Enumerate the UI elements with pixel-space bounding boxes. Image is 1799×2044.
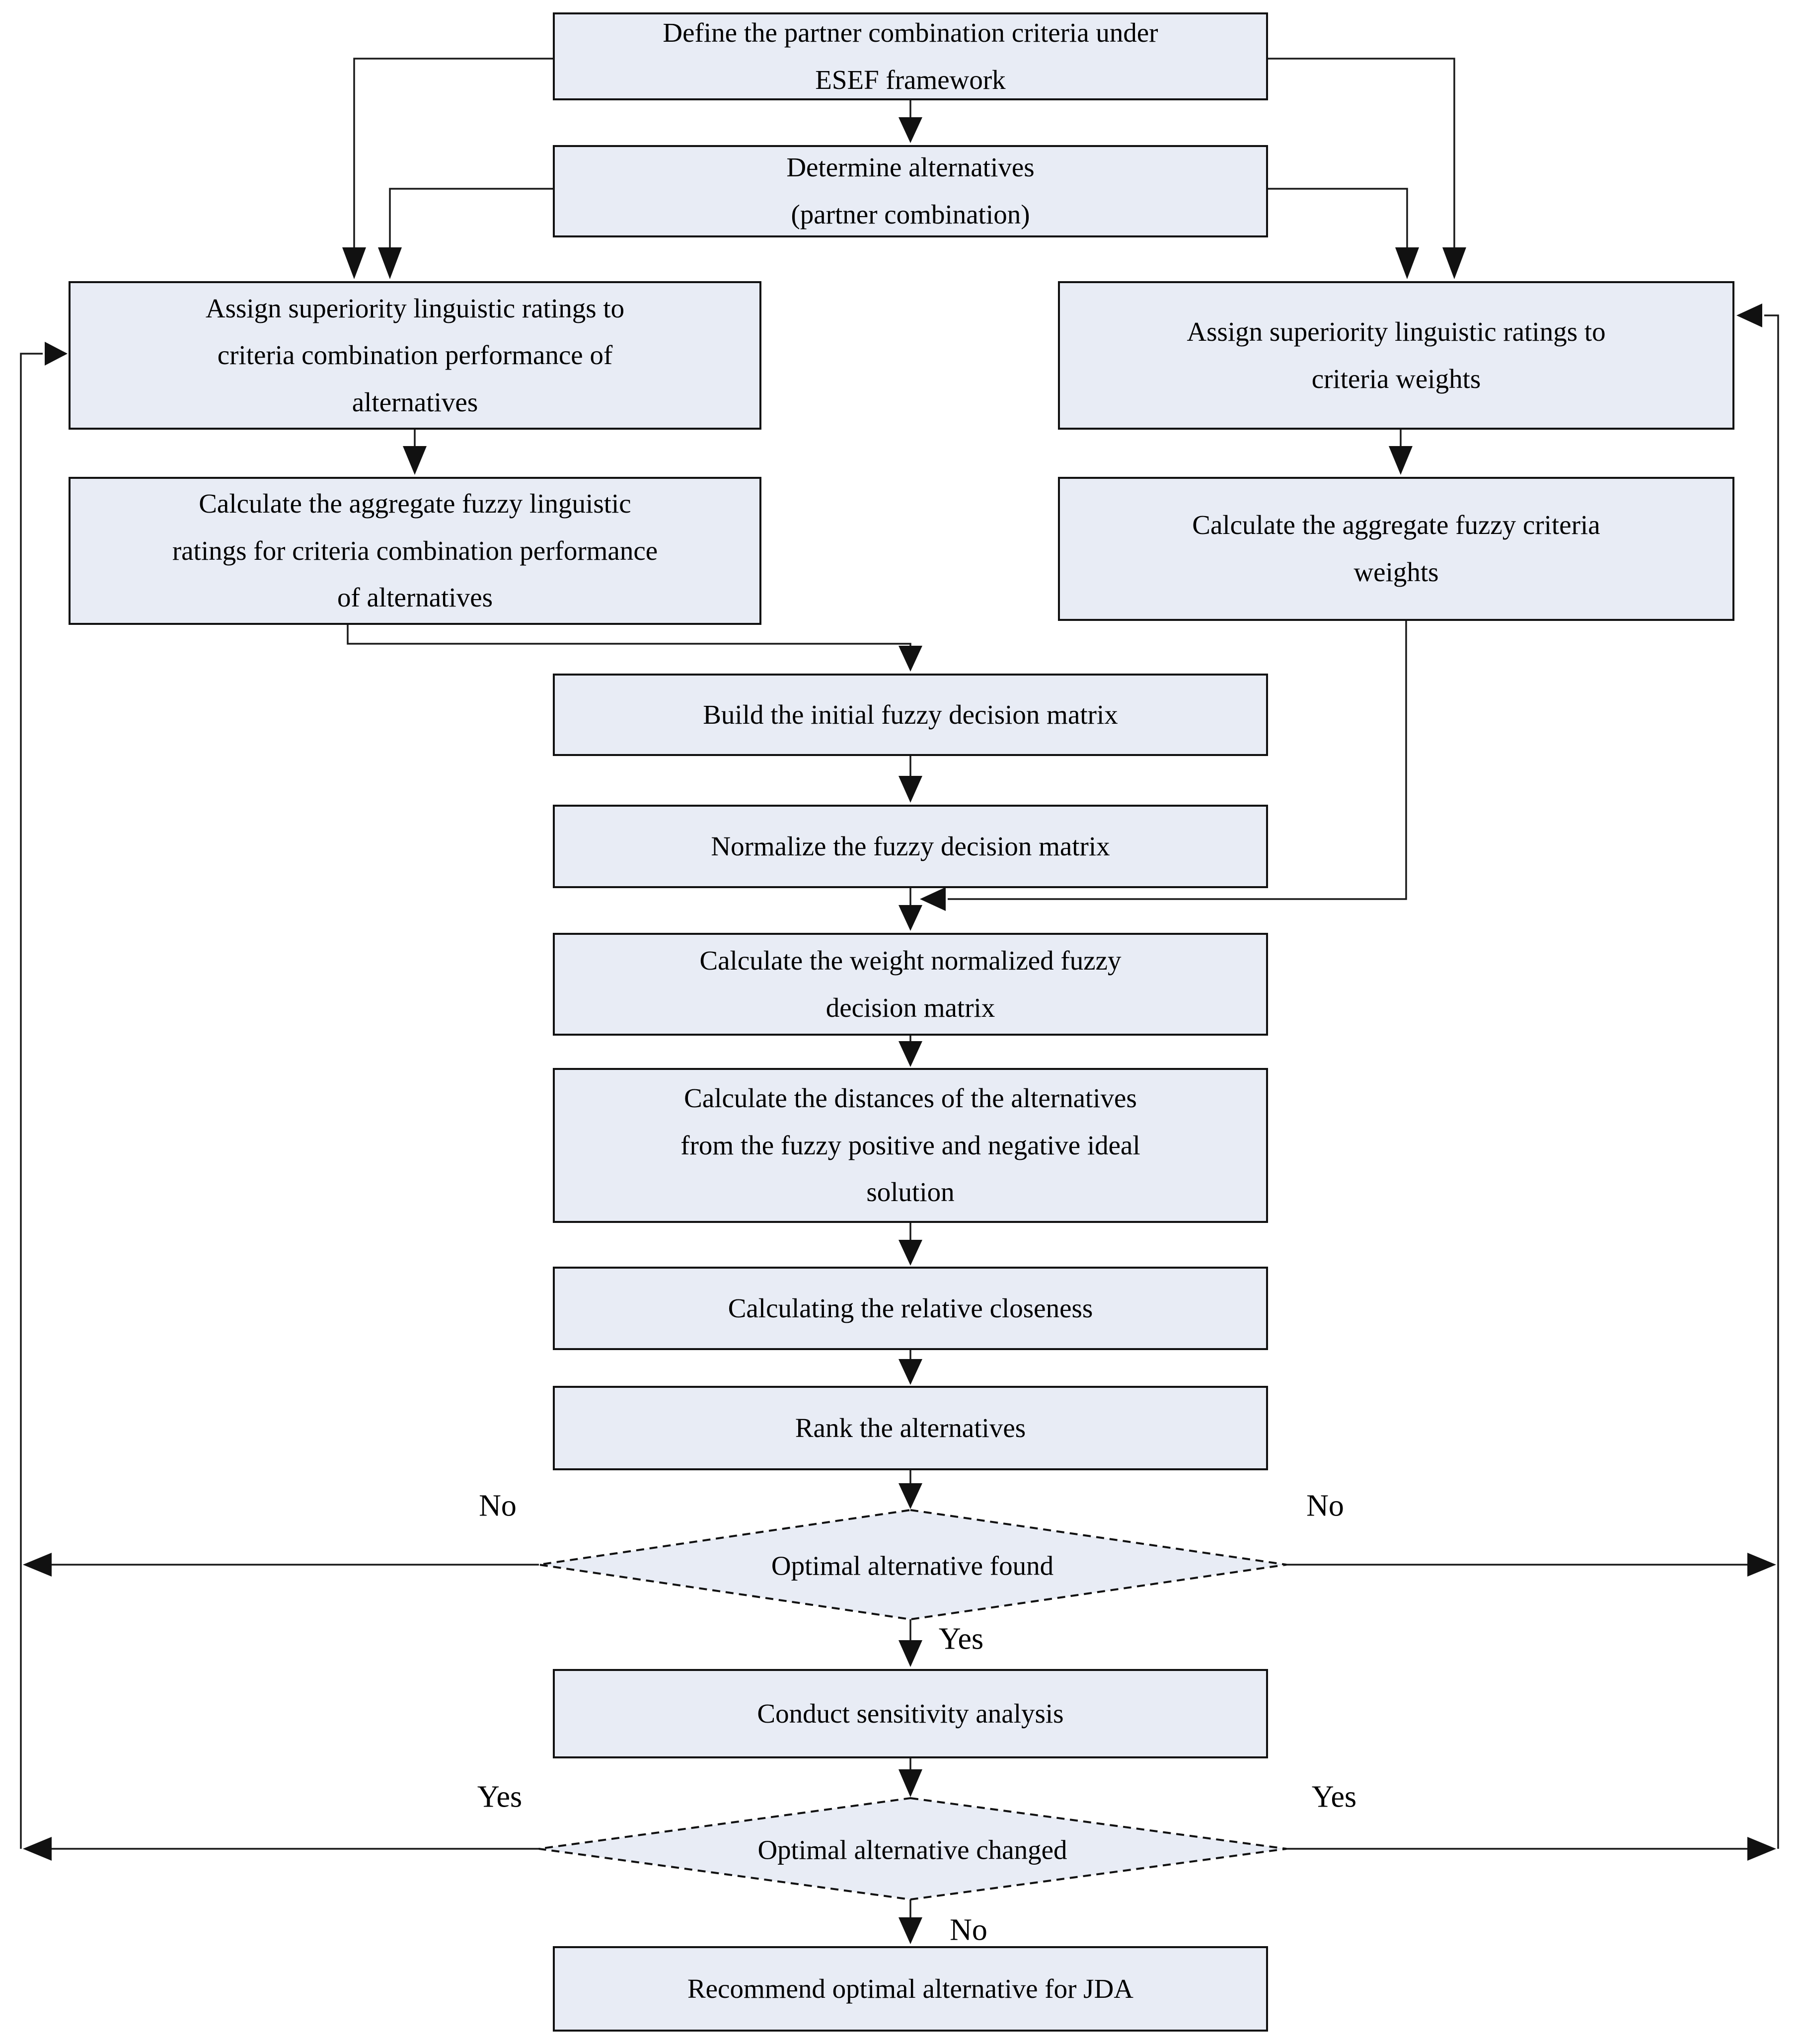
arrowhead — [23, 1553, 52, 1577]
arrowhead — [899, 1483, 922, 1509]
arrowhead — [899, 1359, 922, 1385]
branch-label-found-yes: Yes — [938, 1622, 984, 1656]
step-sensitivity-analysis: Conduct sensitivity analysis — [553, 1669, 1268, 1758]
arrowhead — [899, 1041, 922, 1067]
step-weight-normalized-matrix: Calculate the weight normalized fuzzy de… — [553, 933, 1268, 1036]
arrowhead — [899, 117, 922, 143]
arrowhead — [899, 1917, 922, 1944]
decision-found-label: Optimal alternative found — [771, 1550, 1054, 1581]
branch-label-changed-no: No — [950, 1913, 987, 1947]
arrowhead — [1442, 247, 1466, 279]
arrowhead — [23, 1837, 52, 1861]
edge-aggregate-right-junction — [948, 621, 1407, 900]
edge-define-assign-left — [353, 58, 553, 248]
arrowhead — [899, 646, 922, 672]
arrowhead — [1736, 303, 1762, 327]
step-label: Recommend optimal alternative for JDA — [687, 1973, 1134, 2004]
arrowhead — [899, 1640, 922, 1667]
step-label: Assign superiority linguistic ratings to… — [1187, 316, 1606, 394]
step-label: Rank the alternatives — [795, 1412, 1026, 1443]
arrowhead — [1747, 1553, 1776, 1577]
decision-changed-label: Optimal alternative changed — [757, 1834, 1067, 1865]
step-label: Calculating the relative closeness — [728, 1292, 1093, 1323]
branch-label-found-no-right: No — [1306, 1489, 1344, 1523]
step-label: Define the partner combination criteria … — [663, 17, 1158, 95]
arrowhead — [899, 1769, 922, 1797]
edge-define-assign-right — [1268, 58, 1455, 248]
arrowhead — [403, 446, 427, 475]
step-label: Normalize the fuzzy decision matrix — [711, 831, 1110, 861]
arrowhead — [45, 342, 68, 366]
arrowhead — [1395, 247, 1419, 279]
edge-determine-assign-right — [1268, 188, 1408, 248]
arrowhead — [378, 247, 402, 279]
step-assign-ratings-weights: Assign superiority linguistic ratings to… — [1058, 281, 1734, 430]
branch-label-found-no-left: No — [479, 1489, 517, 1523]
step-recommend-alternative: Recommend optimal alternative for JDA — [553, 1946, 1268, 2032]
step-label: Calculate the weight normalized fuzzy de… — [699, 945, 1122, 1023]
arrowhead — [899, 905, 922, 931]
arrowhead — [1389, 446, 1413, 475]
arrowhead — [899, 1240, 922, 1266]
arrowhead — [920, 887, 946, 911]
step-relative-closeness: Calculating the relative closeness — [553, 1267, 1268, 1350]
edge-determine-assign-left — [389, 188, 553, 248]
decision-changed-diamond — [538, 1797, 1287, 1901]
step-aggregate-ratings-alternatives: Calculate the aggregate fuzzy linguistic… — [69, 477, 761, 625]
step-label: Conduct sensitivity analysis — [757, 1698, 1064, 1729]
arrowhead — [1747, 1837, 1776, 1861]
step-calculate-distances: Calculate the distances of the alternati… — [553, 1068, 1268, 1223]
step-label: Calculate the aggregate fuzzy linguistic… — [172, 488, 658, 613]
step-aggregate-criteria-weights: Calculate the aggregate fuzzy criteria w… — [1058, 477, 1734, 621]
step-label: Calculate the distances of the alternati… — [680, 1083, 1140, 1208]
step-determine-alternatives: Determine alternatives (partner combinat… — [553, 145, 1268, 237]
step-normalize-decision-matrix: Normalize the fuzzy decision matrix — [553, 805, 1268, 888]
arrowhead — [899, 776, 922, 803]
step-label: Build the initial fuzzy decision matrix — [703, 699, 1118, 730]
step-define-criteria: Define the partner combination criteria … — [553, 12, 1268, 100]
step-label: Assign superiority linguistic ratings to… — [205, 293, 625, 417]
step-assign-ratings-alternatives: Assign superiority linguistic ratings to… — [69, 281, 761, 430]
step-rank-alternatives: Rank the alternatives — [553, 1386, 1268, 1470]
step-build-decision-matrix: Build the initial fuzzy decision matrix — [553, 674, 1268, 756]
arrowhead — [342, 247, 366, 279]
edge-left-feedback-rail — [20, 353, 43, 1849]
step-label: Determine alternatives (partner combinat… — [786, 152, 1035, 229]
step-label: Calculate the aggregate fuzzy criteria w… — [1192, 510, 1600, 587]
decision-found-diamond — [538, 1509, 1287, 1621]
edge-right-feedback-rail — [1764, 314, 1779, 1849]
branch-label-changed-yes-right: Yes — [1311, 1780, 1357, 1814]
edge-aggregate-left-build — [347, 625, 911, 647]
branch-label-changed-yes-left: Yes — [477, 1780, 523, 1814]
